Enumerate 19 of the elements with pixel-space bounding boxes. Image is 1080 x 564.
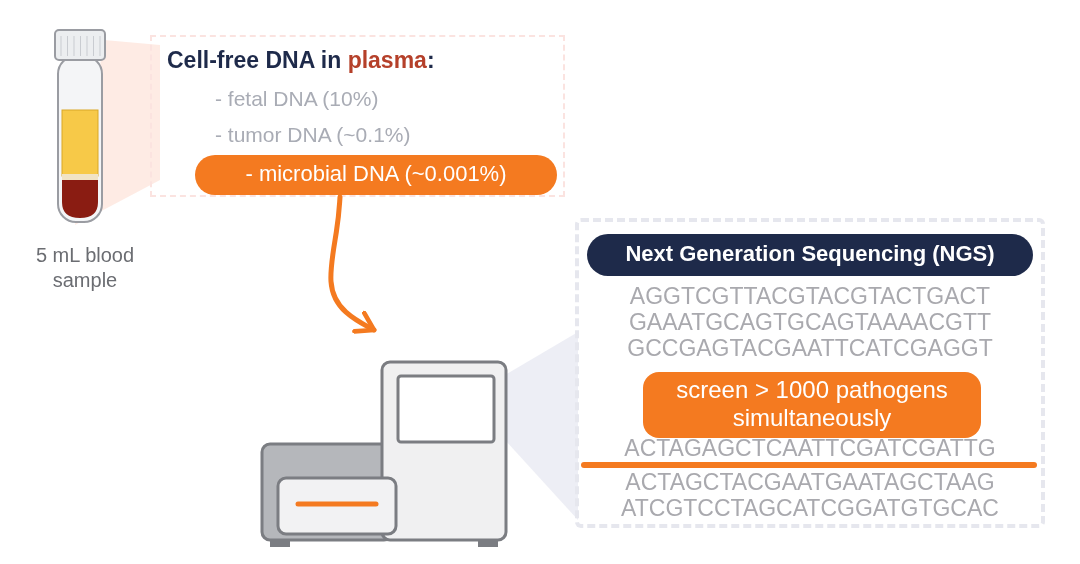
- dna-sequence: AGGTCGTTACGTACGTACTGACT: [628, 284, 992, 308]
- heading-pill: [587, 234, 1033, 276]
- highlight-text: - microbial DNA (~0.001%): [244, 161, 508, 187]
- list-item: - tumor DNA (~0.1%): [215, 123, 411, 147]
- dna-sequence: ATCGTCCTAGCATCGGATGTGCAC: [620, 496, 1000, 520]
- plasma-panel: [150, 35, 565, 197]
- highlight-pill: [643, 372, 981, 438]
- dna-sequence: GAAATGCAGTGCAGTAAAACGTT: [627, 310, 993, 334]
- ngs-panel: [575, 218, 1045, 528]
- dna-sequence: ACTAGAGCTCAATTCGATCGATTG: [623, 436, 997, 460]
- highlight-text: screen > 1000 pathogens simultaneously: [675, 376, 949, 432]
- heading: Next Generation Sequencing (NGS): [624, 241, 996, 267]
- dna-sequence: ACTAGCTACGAATGAATAGCTAAG: [624, 470, 996, 494]
- curved-arrow: [328, 194, 377, 334]
- panel-title: Cell-free DNA in plasma:: [167, 47, 435, 74]
- dna-sequence: GCCGAGTACGAATTCATCGAGGT: [626, 336, 994, 360]
- label: 5 mL blood sample: [34, 243, 136, 293]
- highlight-pill: [195, 155, 557, 195]
- list-item: - fetal DNA (10%): [215, 87, 379, 111]
